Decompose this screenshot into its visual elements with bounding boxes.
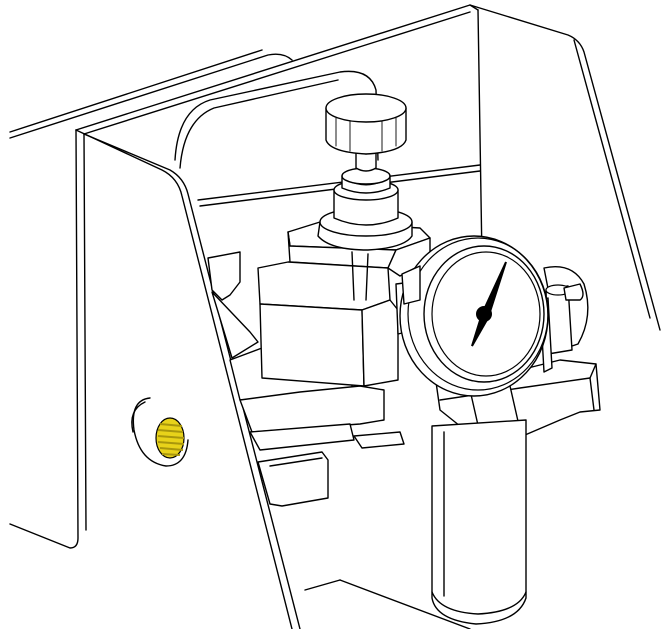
enclosure-side-panel [9, 129, 471, 629]
adjustment-knob [325, 93, 407, 155]
gauge-hub [476, 306, 492, 322]
gauge-needle [471, 261, 507, 347]
pressure-gauge [399, 235, 549, 397]
filter-bowl [431, 419, 527, 625]
threaded-brass-port [131, 397, 189, 467]
enclosure-back-wall [9, 4, 661, 331]
regulator-bonnet [317, 145, 413, 251]
